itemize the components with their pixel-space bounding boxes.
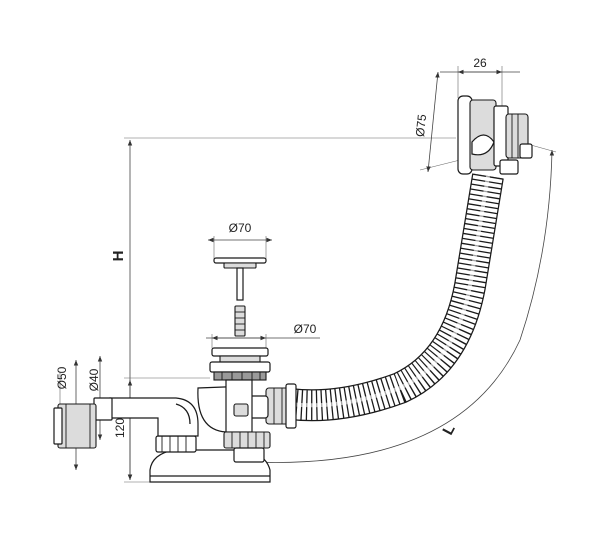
plug-assembly bbox=[213, 257, 267, 337]
dimension-lines bbox=[59, 66, 557, 483]
waste-body bbox=[197, 347, 271, 449]
height-label: H bbox=[110, 251, 127, 262]
outlet-inner-diameter-label: Ø40 bbox=[87, 368, 101, 391]
overflow-diameter-label: Ø75 bbox=[413, 113, 429, 137]
waste-diameter-label: Ø70 bbox=[294, 322, 317, 336]
length-label: L bbox=[439, 422, 458, 438]
dimension-labels: 26 Ø75 H L Ø70 Ø70 Ø50 Ø40 120 bbox=[55, 56, 487, 438]
trap-outlet bbox=[53, 397, 271, 483]
overflow-depth-label: 26 bbox=[473, 56, 487, 70]
plug-diameter-label: Ø70 bbox=[229, 221, 252, 235]
trap-height-label: 120 bbox=[113, 418, 127, 438]
overflow-hose bbox=[288, 173, 504, 422]
outlet-outer-diameter-label: Ø50 bbox=[55, 366, 69, 389]
overflow-head bbox=[457, 95, 533, 175]
